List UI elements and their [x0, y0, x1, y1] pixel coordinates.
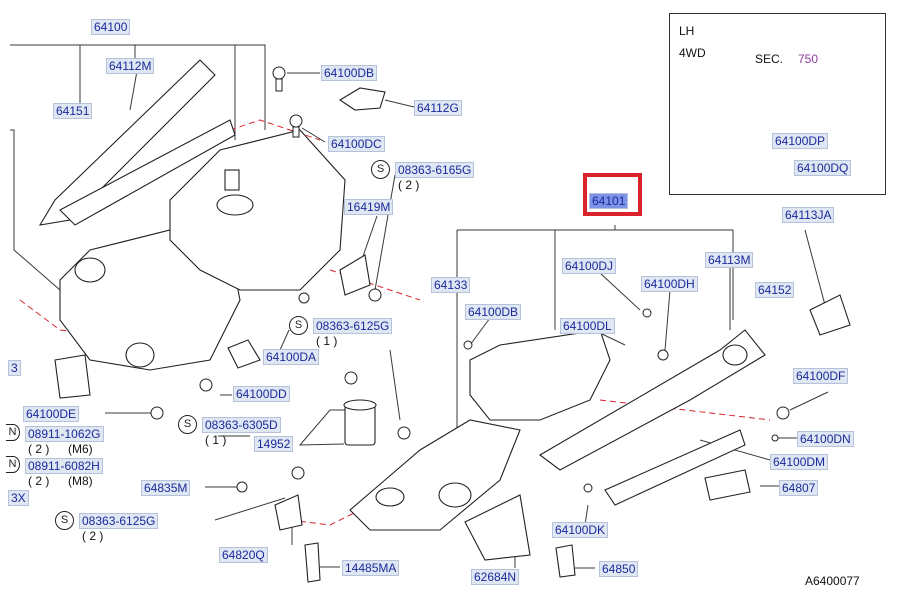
inset-side-label: LH: [679, 24, 695, 38]
part-64112m[interactable]: 64112M: [106, 58, 155, 74]
fastener-spec: (M6): [68, 442, 93, 456]
fastener-qty: ( 1 ): [205, 433, 227, 447]
symbol-s-icon: S: [289, 316, 308, 335]
fastener-08363-6125g[interactable]: 08363-6125G: [79, 513, 159, 529]
fastener-qty: ( 2 ): [28, 474, 50, 488]
fastener-08363-6125g[interactable]: 08363-6125G: [313, 318, 393, 334]
part-64100de[interactable]: 64100DE: [23, 406, 80, 422]
symbol-s-icon: S: [55, 511, 74, 530]
symbol-s-icon: S: [371, 160, 390, 179]
part-64100dh[interactable]: 64100DH: [641, 276, 698, 292]
part-64100dm[interactable]: 64100DM: [770, 454, 829, 470]
fastener-qty: ( 2 ): [82, 529, 104, 543]
part-62684n[interactable]: 62684N: [471, 569, 520, 585]
part-16419m[interactable]: 16419M: [344, 199, 394, 215]
part-64113ja[interactable]: 64113JA: [782, 207, 835, 223]
part-64112g[interactable]: 64112G: [414, 100, 462, 116]
part-64152[interactable]: 64152: [755, 282, 795, 298]
part-64850[interactable]: 64850: [599, 561, 639, 577]
part-64151[interactable]: 64151: [53, 103, 93, 119]
fastener-08363-6305d[interactable]: 08363-6305D: [202, 417, 281, 433]
part-64100dn[interactable]: 64100DN: [797, 431, 854, 447]
inset-drive-label: 4WD: [679, 46, 706, 60]
part-14952[interactable]: 14952: [254, 436, 294, 452]
part-64100dp[interactable]: 64100DP: [772, 133, 829, 149]
part-64100dc[interactable]: 64100DC: [328, 136, 385, 152]
part-64100db-mid[interactable]: 64100DB: [465, 304, 522, 320]
part-64100db-top[interactable]: 64100DB: [321, 65, 378, 81]
part-64100dd[interactable]: 64100DD: [233, 386, 290, 402]
symbol-n-icon: N: [6, 424, 20, 441]
part-64133[interactable]: 64133: [431, 277, 471, 293]
part-64100dj[interactable]: 64100DJ: [562, 258, 617, 274]
fastener-spec: (M8): [68, 474, 93, 488]
fastener-qty: ( 1 ): [316, 334, 338, 348]
part-left-edge-3x[interactable]: 3X: [8, 490, 29, 506]
part-64820q[interactable]: 64820Q: [219, 547, 268, 563]
part-64100dq[interactable]: 64100DQ: [794, 160, 852, 176]
symbol-n-icon: N: [6, 456, 20, 473]
part-64100[interactable]: 64100: [91, 19, 131, 35]
fastener-qty: ( 2 ): [28, 442, 50, 456]
part-64100dk[interactable]: 64100DK: [552, 522, 609, 538]
part-64100da[interactable]: 64100DA: [263, 349, 320, 365]
inset-sec-label: SEC.: [755, 52, 784, 66]
fastener-qty: ( 2 ): [398, 178, 420, 192]
part-64100dl[interactable]: 64100DL: [560, 318, 615, 334]
part-64101-highlighted[interactable]: 64101: [589, 193, 629, 209]
fastener-08911-1062g[interactable]: 08911-1062G: [25, 426, 104, 442]
symbol-s-icon: S: [178, 415, 197, 434]
part-left-edge-3[interactable]: 3: [8, 360, 21, 376]
part-64113m[interactable]: 64113M: [705, 252, 754, 268]
inset-panel: LH 4WD SEC. 750 64100DP 64100DQ: [669, 13, 886, 195]
fastener-08911-6082h[interactable]: 08911-6082H: [25, 458, 103, 474]
fastener-08363-6165g[interactable]: 08363-6165G: [395, 162, 475, 178]
inset-sec-number[interactable]: 750: [798, 52, 819, 66]
diagram-id: A6400077: [805, 574, 860, 588]
part-64807[interactable]: 64807: [779, 480, 819, 496]
part-14485ma[interactable]: 14485MA: [342, 560, 400, 576]
highlight-frame: [583, 173, 642, 216]
part-64835m[interactable]: 64835M: [141, 480, 191, 496]
part-64100df[interactable]: 64100DF: [793, 368, 849, 384]
